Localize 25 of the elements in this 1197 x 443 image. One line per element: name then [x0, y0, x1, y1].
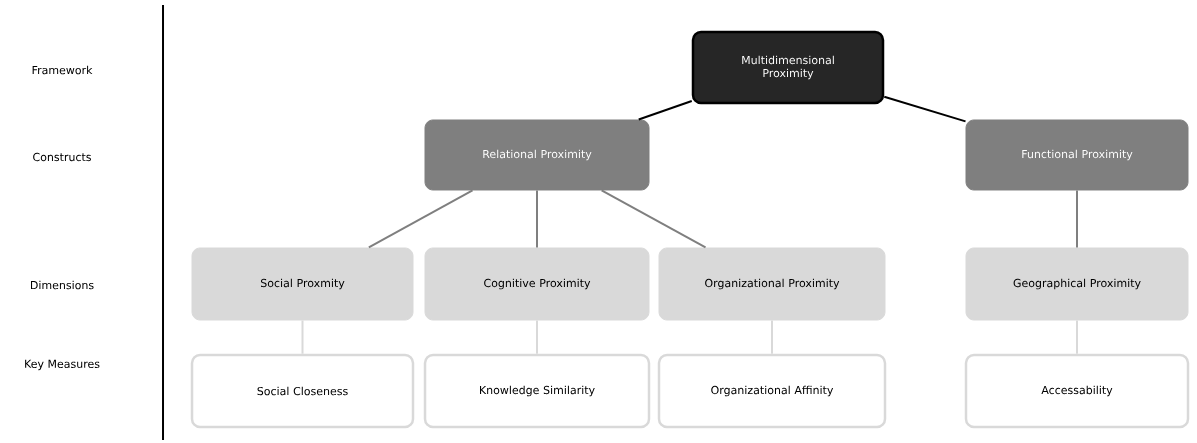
proximity-box: Cognitive Proximity — [424, 247, 650, 321]
proximity-box: Geographical Proximity — [965, 247, 1189, 321]
proximity-box: Organizational Affinity — [657, 353, 887, 429]
connector-line — [1076, 319, 1078, 355]
proximity-box: Knowledge Similarity — [423, 353, 651, 429]
connector-line — [637, 99, 693, 121]
connector-line — [536, 319, 538, 355]
proximity-box: Organizational Proximity — [658, 247, 886, 321]
row-label: Constructs — [33, 152, 91, 162]
row-label: Framework — [32, 65, 93, 75]
proximity-box: Relational Proximity — [424, 119, 650, 191]
proximity-box: Multidimensional Proximity — [691, 30, 885, 105]
row-label: Dimensions — [31, 280, 94, 290]
proximity-box: Functional Proximity — [965, 119, 1189, 191]
proximity-box: Social Closeness — [190, 353, 415, 429]
connector-line — [1076, 189, 1078, 249]
connector-line — [771, 319, 773, 355]
connector-line — [536, 189, 538, 249]
row-label: Key Measures — [25, 359, 100, 371]
proximity-box: Accessability — [964, 353, 1190, 429]
proximity-box: Social Proxmity — [191, 247, 414, 321]
connector-line — [367, 189, 474, 249]
connector-line — [883, 95, 967, 123]
connector-line — [301, 319, 304, 355]
connector-line — [600, 189, 707, 249]
